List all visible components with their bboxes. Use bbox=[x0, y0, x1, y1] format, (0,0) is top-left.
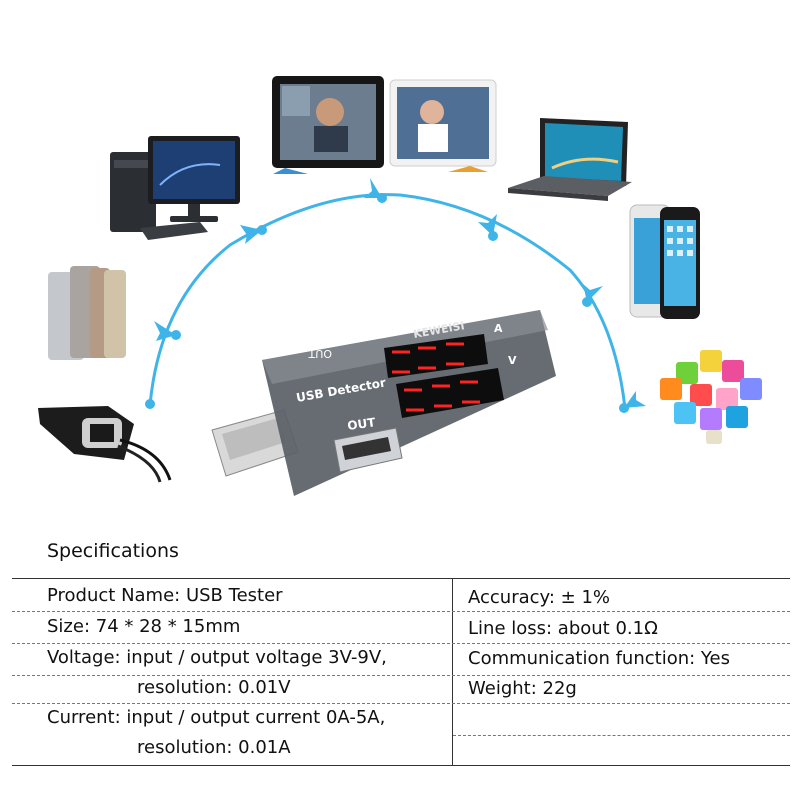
current-display bbox=[384, 334, 488, 378]
spec-current: Current: input / output current 0A-5A, bbox=[47, 707, 386, 728]
spec-line-loss: Line loss: about 0.1Ω bbox=[468, 618, 658, 639]
spec-current-resolution: resolution: 0.01A bbox=[137, 737, 291, 758]
spec-voltage-resolution: resolution: 0.01V bbox=[137, 677, 291, 698]
usb-tester-device: OUT USB Detector OUT KEWEISI A V bbox=[211, 310, 556, 496]
row-divider bbox=[453, 735, 790, 736]
arrow-icon bbox=[240, 225, 262, 244]
row-divider bbox=[12, 643, 790, 644]
arrow-icon bbox=[624, 391, 646, 408]
desktop-computer-image bbox=[110, 136, 240, 240]
spec-size: Size: 74 * 28 * 15mm bbox=[47, 616, 241, 637]
arrow-icon bbox=[478, 214, 497, 236]
specifications-title: Specifications bbox=[47, 540, 179, 562]
out-port-label: OUT bbox=[346, 415, 377, 433]
smartphone-image bbox=[629, 204, 700, 319]
row-divider bbox=[12, 611, 790, 612]
arrow-icon bbox=[583, 284, 603, 302]
arrow-icon bbox=[154, 321, 176, 341]
tablet-image bbox=[272, 76, 384, 174]
usb-chargers-image bbox=[660, 350, 762, 444]
voltage-display bbox=[396, 368, 504, 418]
spec-product-name: Product Name: USB Tester bbox=[47, 585, 283, 606]
spec-accuracy: Accuracy: ± 1% bbox=[468, 587, 611, 608]
arc-arrows bbox=[154, 178, 646, 408]
volt-unit-label: V bbox=[508, 354, 517, 367]
amp-unit-label: A bbox=[494, 322, 503, 335]
spec-voltage: Voltage: input / output voltage 3V-9V, bbox=[47, 647, 387, 668]
power-bank-image bbox=[48, 266, 126, 360]
spec-weight: Weight: 22g bbox=[468, 678, 577, 699]
row-divider bbox=[12, 675, 790, 676]
product-illustration: OUT USB Detector OUT KEWEISI A V bbox=[38, 76, 762, 496]
arrow-icon bbox=[364, 178, 382, 198]
car-charger-image bbox=[38, 406, 172, 483]
laptop-image bbox=[508, 118, 632, 201]
tablet-image bbox=[389, 79, 497, 172]
spec-communication: Communication function: Yes bbox=[468, 648, 730, 669]
specifications-table: Product Name: USB Tester Size: 74 * 28 *… bbox=[12, 578, 790, 766]
row-divider bbox=[12, 703, 790, 704]
column-divider bbox=[452, 579, 453, 765]
out-top-label: OUT bbox=[308, 347, 332, 360]
